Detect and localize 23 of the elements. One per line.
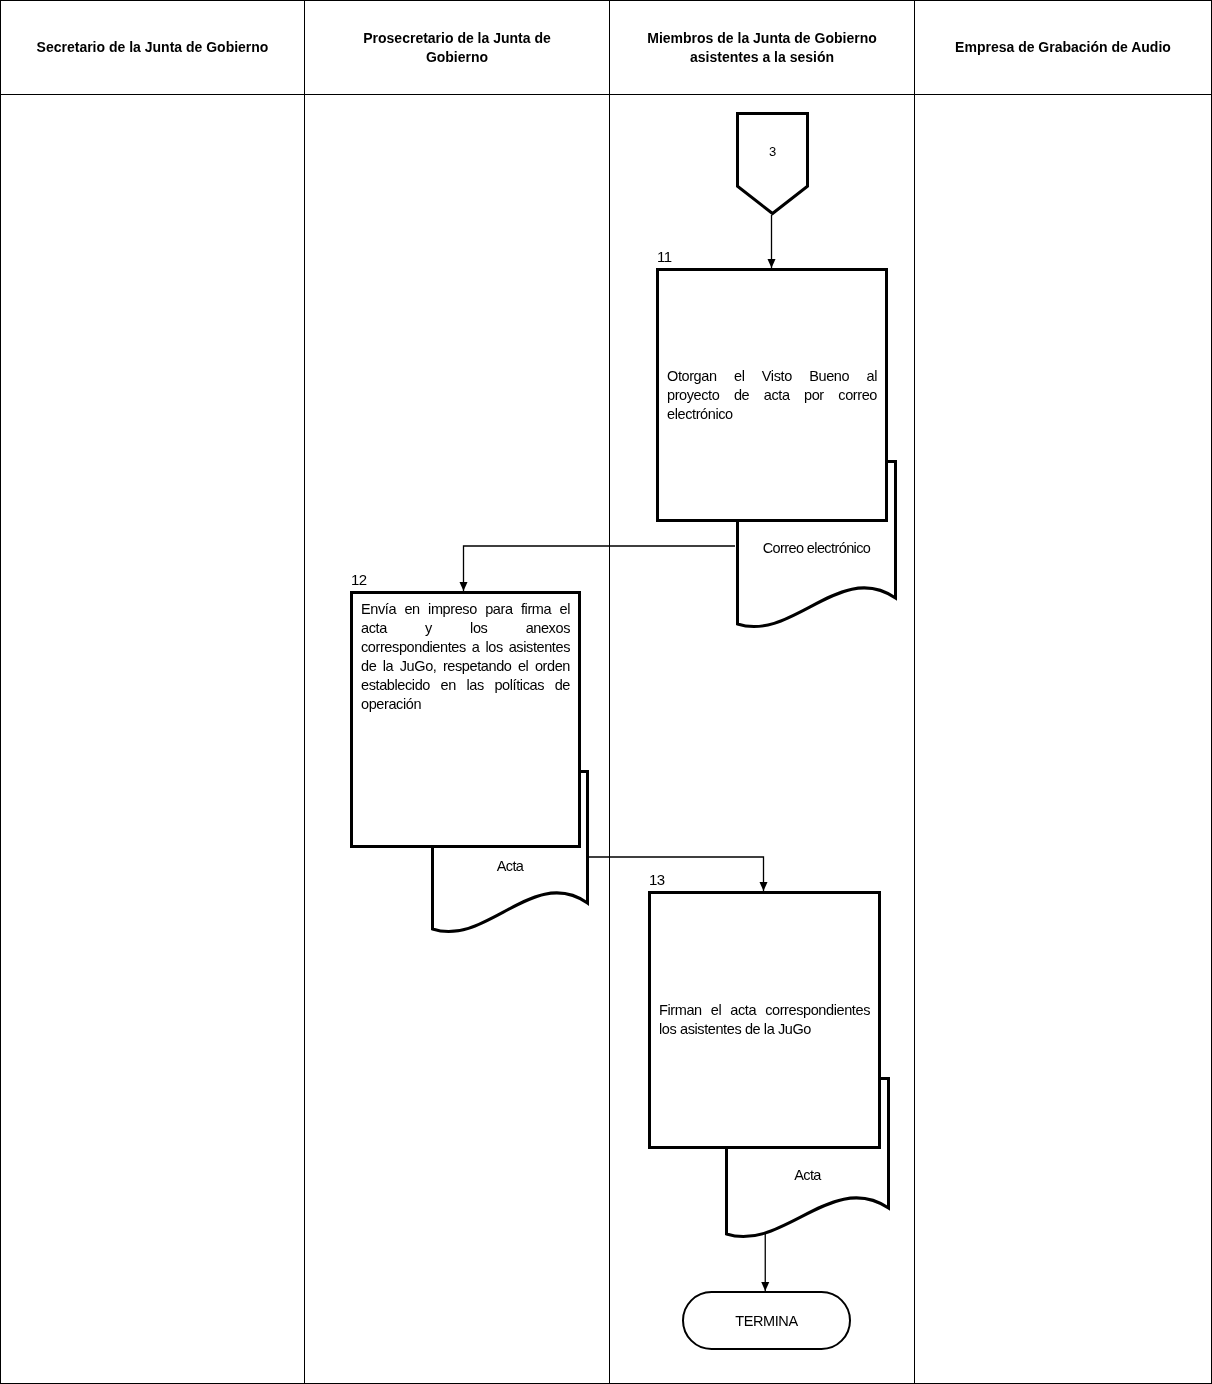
lane-header: Empresa de Grabación de Audio <box>915 0 1211 95</box>
arrow <box>459 545 736 592</box>
swimlane <box>609 0 915 1384</box>
document-label: Correo electrónico <box>761 540 872 556</box>
document-label: Acta <box>793 1167 823 1183</box>
terminal-shape: TERMINA <box>682 1291 851 1350</box>
step-number: 12 <box>351 570 368 589</box>
arrow <box>767 214 776 269</box>
step-text: Envía en impreso para firma el acta y los anexos correspondientes a los asistentes de la JuGo, respetando el orden establecido en las políticas de operación <box>361 600 570 714</box>
swimlane <box>914 0 1212 1384</box>
lane-header: Miembros de la Junta de Gobierno asistentes a la sesión <box>610 0 914 95</box>
swimlane <box>0 0 305 1384</box>
lane-header: Prosecretario de la Junta de Gobierno <box>305 0 609 95</box>
swimlane <box>304 0 610 1384</box>
step-number: 13 <box>649 870 666 889</box>
step-number: 11 <box>657 247 673 266</box>
step-text: Firman el acta correspondientes los asistentes de la JuGo <box>659 1001 870 1039</box>
lane-header: Secretario de la Junta de Gobierno <box>1 0 304 95</box>
step-text: Otorgan el Visto Bueno al proyecto de acta por correo electrónico <box>667 366 877 424</box>
off-page-connector <box>736 112 809 215</box>
connector-label: 3 <box>768 143 777 159</box>
document-label: Acta <box>495 858 525 874</box>
arrow <box>587 856 768 892</box>
